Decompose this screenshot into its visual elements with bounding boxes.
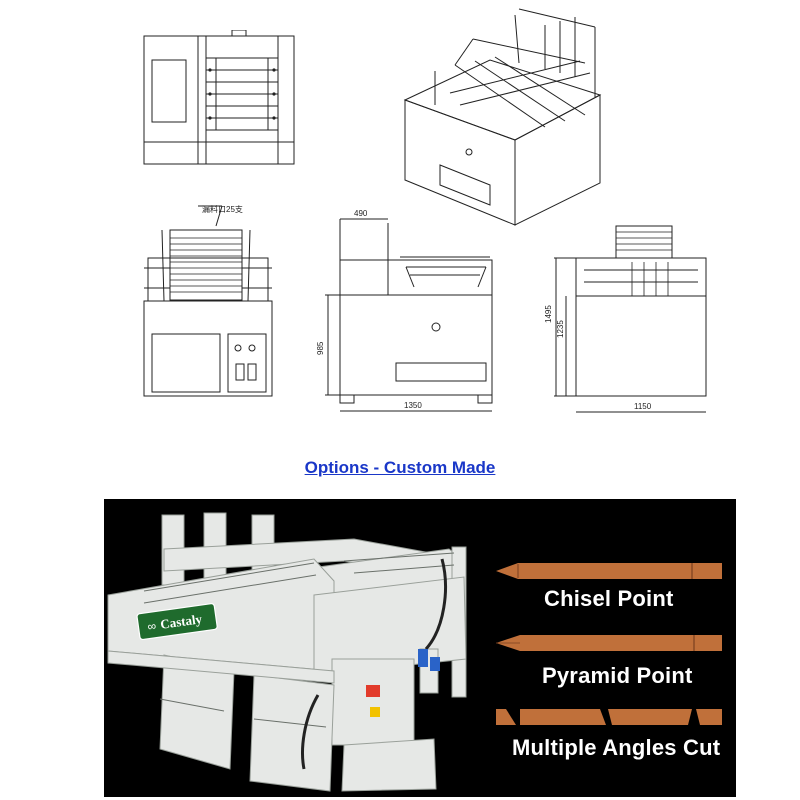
options-custom-made-link[interactable]: Options - Custom Made [304,458,496,477]
annotation-note: 漏料口25支 [202,204,243,214]
dimension-1495: 1495 [544,305,553,323]
technical-drawings: 漏料口25支 490 985 1350 [143,8,707,413]
castaly-logo: ∞ Castaly [136,603,218,641]
dimension-985: 985 [316,341,325,355]
pyramid-point-stake [496,635,722,651]
options-photo-panel: ∞ Castaly Chisel Point Pyramid Point Mul… [104,499,736,797]
dimension-1235: 1235 [556,320,565,338]
isometric-view-drawing [403,8,602,226]
multiple-angles-cut-label: Multiple Angles Cut [512,735,721,760]
dimension-1150: 1150 [634,402,652,411]
side-view-drawing: 490 985 1350 [316,209,493,412]
dimension-490: 490 [354,209,368,218]
brand-logo-text: Castaly [159,611,203,632]
chisel-point-label: Chisel Point [544,586,674,611]
chisel-point-stake [496,563,722,579]
dimension-1350: 1350 [404,401,422,410]
pyramid-point-label: Pyramid Point [542,663,693,688]
svg-text:∞: ∞ [147,619,157,634]
end-view-drawing: 1495 1235 1150 [544,225,707,413]
pointing-machine-image: ∞ Castaly [107,512,467,792]
top-view-drawing [143,30,295,165]
multiple-angles-stake [496,709,722,725]
front-view-drawing: 漏料口25支 [143,204,273,397]
